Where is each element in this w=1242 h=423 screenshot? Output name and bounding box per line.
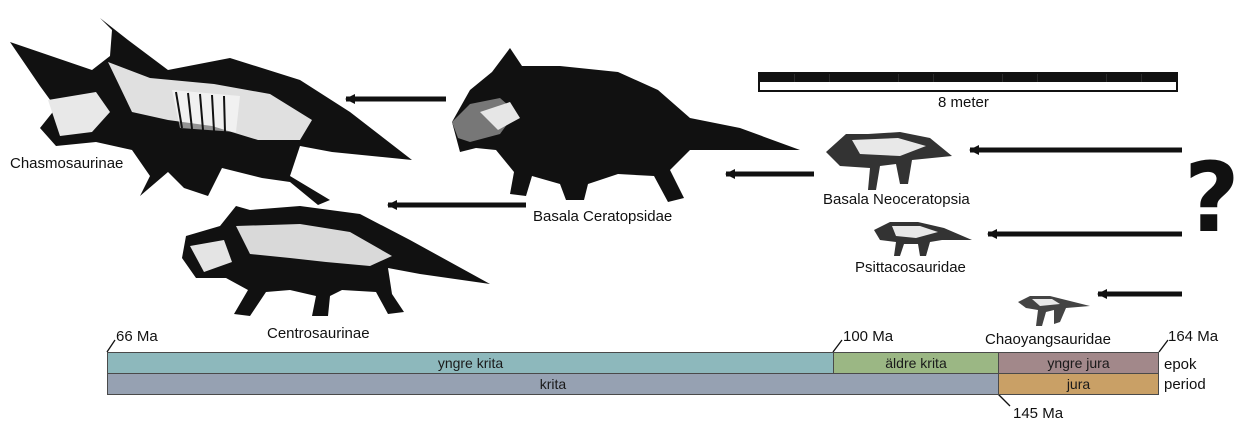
scale-bar-segment — [795, 82, 830, 90]
scale-bar-segment — [1072, 74, 1107, 82]
epoch-band-yngre-jura: yngre jura — [998, 352, 1159, 374]
scale-bar — [759, 73, 1177, 91]
label-psittacosauridae: Psittacosauridae — [855, 260, 966, 275]
epoch-band-aldre-krita: äldre krita — [833, 352, 999, 374]
basal-ceratopsid-silhouette — [452, 48, 800, 202]
chasmosaurine-skeleton-illustration — [10, 18, 412, 205]
scale-bar-segment — [829, 82, 864, 90]
scale-bar-segment — [933, 82, 968, 90]
scale-bar-segment — [795, 74, 830, 82]
scale-bar-segment — [968, 74, 1003, 82]
label-chasmosaurinae: Chasmosaurinae — [10, 156, 123, 171]
label-centrosaurinae: Centrosaurinae — [267, 326, 370, 341]
tick-100-ma: 100 Ma — [843, 329, 893, 344]
psittacosaurid-skeleton-illustration — [874, 222, 972, 256]
period-band-jura: jura — [998, 373, 1159, 395]
centrosaurine-skeleton-illustration — [182, 206, 490, 316]
row-label-period: period — [1164, 377, 1206, 392]
tick-164-ma: 164 Ma — [1168, 329, 1218, 344]
scale-bar-label: 8 meter — [938, 95, 989, 110]
scale-bar-segment — [1037, 74, 1072, 82]
scale-bar-segment — [1141, 82, 1176, 90]
scale-bar-segment — [933, 74, 968, 82]
label-basal-neoceratopsia: Basala Neoceratopsia — [823, 192, 970, 207]
scale-bar-segment — [1107, 82, 1142, 90]
scale-bar-segment — [864, 74, 899, 82]
scale-bar-segment — [1072, 82, 1107, 90]
basal-neoceratopsian-skeleton-illustration — [826, 132, 952, 190]
label-basal-ceratopsidae: Basala Ceratopsidae — [533, 209, 672, 224]
row-label-epok: epok — [1164, 357, 1197, 372]
scale-bar-segment — [1003, 74, 1038, 82]
period-band-krita: krita — [107, 373, 999, 395]
scale-bar-segment — [899, 82, 934, 90]
scale-bar-segment — [1107, 74, 1142, 82]
scale-bar-segment — [760, 74, 795, 82]
scale-bar-segment — [1141, 74, 1176, 82]
label-chaoyangsauridae: Chaoyangsauridae — [985, 332, 1111, 347]
unknown-ancestor-marker: ? — [1184, 150, 1240, 246]
scale-bar-segment — [968, 82, 1003, 90]
tick-145-ma: 145 Ma — [1013, 406, 1063, 421]
scale-bar-segment — [760, 82, 795, 90]
scale-bar-segment — [1037, 82, 1072, 90]
epoch-band-yngre-krita: yngre krita — [107, 352, 834, 374]
scale-bar-segment — [864, 82, 899, 90]
scale-bar-segment — [899, 74, 934, 82]
scale-bar-segment — [829, 74, 864, 82]
chaoyangsaurid-skeleton-illustration — [1018, 296, 1090, 326]
scale-bar-segment — [1003, 82, 1038, 90]
tick-66-ma: 66 Ma — [116, 329, 158, 344]
